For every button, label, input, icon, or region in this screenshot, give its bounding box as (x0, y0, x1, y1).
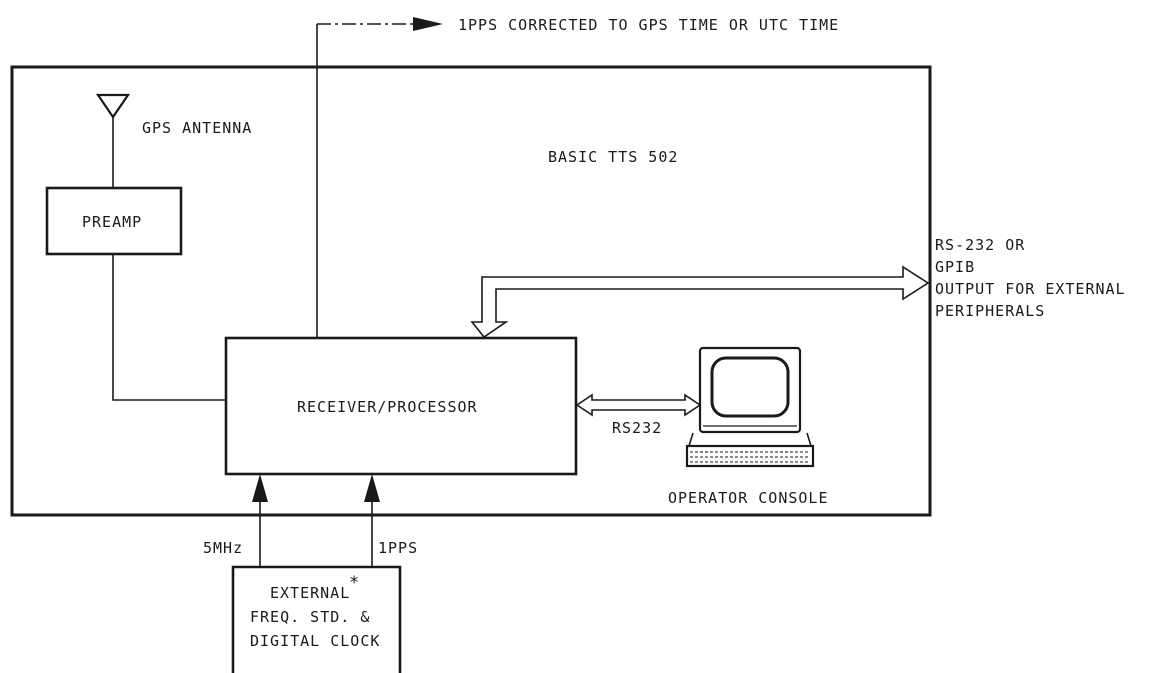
antenna-icon (95, 93, 131, 119)
external-std-box (231, 565, 402, 673)
external-std-line-3: DIGITAL CLOCK (250, 632, 380, 650)
receiver-processor-label: RECEIVER/PROCESSOR (297, 398, 478, 416)
top-output-arrowhead (413, 17, 443, 31)
external-std-line-2: FREQ. STD. & (250, 608, 370, 626)
rs232-link-label: RS232 (612, 419, 662, 437)
system-label: BASIC TTS 502 (548, 148, 678, 166)
external-output-line-3: OUTPUT FOR EXTERNAL (935, 280, 1126, 298)
external-std-line-1: EXTERNAL (270, 584, 350, 602)
external-output-bus (470, 265, 930, 339)
external-output-line-2: GPIB (935, 258, 975, 276)
system-enclosure (10, 65, 932, 517)
input-1pps-arrowhead (364, 474, 380, 502)
external-output-line-4: PERIPHERALS (935, 302, 1045, 320)
input-5mhz-arrowhead (252, 474, 268, 502)
rs232-link-arrow (575, 393, 702, 417)
top-output-label: 1PPS CORRECTED TO GPS TIME OR UTC TIME (458, 16, 839, 34)
input-5mhz-label: 5MHz (203, 539, 243, 557)
external-std-asterisk: * (349, 573, 360, 593)
preamp-label: PREAMP (82, 213, 142, 231)
operator-console-label: OPERATOR CONSOLE (668, 489, 829, 507)
receiver-processor-box (224, 336, 578, 476)
operator-console-icon (685, 346, 815, 468)
preamp-to-receiver-line (112, 254, 226, 401)
preamp-box (45, 186, 183, 256)
external-output-line-1: RS-232 OR (935, 236, 1025, 254)
antenna-label: GPS ANTENNA (142, 119, 252, 137)
input-1pps-label: 1PPS (378, 539, 418, 557)
